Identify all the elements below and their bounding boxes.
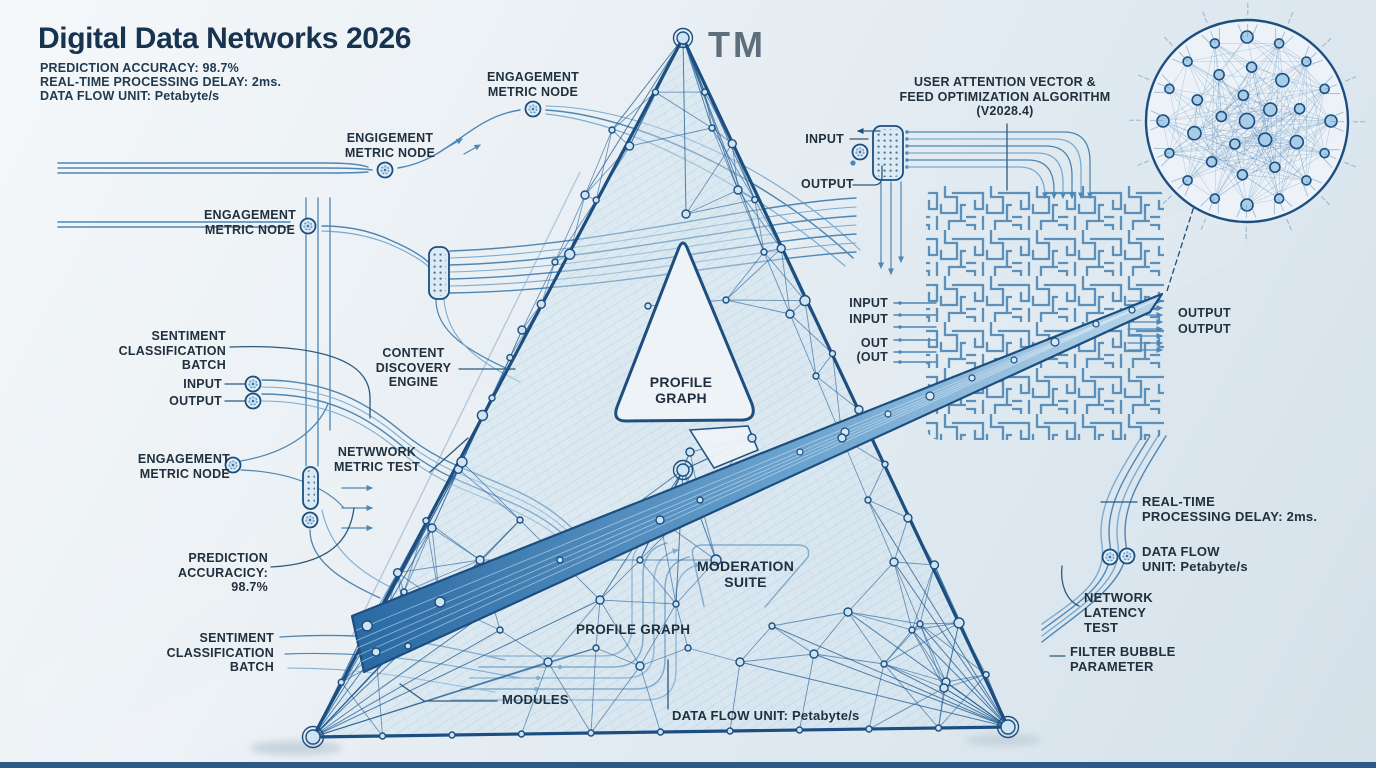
label-network-latency-test: NETWORK LATENCY TEST	[1084, 590, 1153, 636]
label-network-metric-test: NETWWORK METRIC TEST	[333, 445, 421, 474]
label-filter-bubble-parameter: FILTER BUBBLE PARAMETER	[1070, 644, 1176, 675]
label-input-mid-2: INPUT	[849, 312, 888, 326]
metric-node-glyphs	[224, 100, 1136, 566]
label-output-top: OUTPUT	[801, 177, 854, 191]
label-data-flow-unit-right: DATA FLOW UNIT: Petabyte/s	[1142, 544, 1248, 575]
crossbar-wedge	[350, 292, 1164, 674]
left-circuit-traces	[57, 105, 861, 693]
label-user-attention-vector: USER ATTENTION VECTOR & FEED OPTIMIZATIO…	[899, 75, 1111, 118]
label-engagement-metric-node-lower: ENGAGEMENT METRIC NODE	[137, 452, 230, 481]
meta-data-flow-unit: DATA FLOW UNIT: Petabyte/s	[40, 89, 220, 103]
label-out-mid-1: OUT	[860, 336, 888, 350]
label-sentiment-classification-batch-upper: SENTIMENT CLASSIFICATION BATCH	[118, 329, 226, 372]
label-input-top: INPUT	[805, 132, 844, 146]
page-title: Digital Data Networks 2026	[38, 22, 412, 55]
label-input-left: INPUT	[183, 377, 222, 391]
label-out-mid-2: (OUT	[856, 350, 888, 364]
label-data-flow-unit-bottom: DATA FLOW UNIT: Petabyte/s	[672, 708, 860, 723]
footer-bar	[0, 762, 1376, 768]
label-profile-graph-center: PROFILE GRAPH	[649, 374, 713, 407]
label-output-left: OUTPUT	[169, 394, 222, 408]
label-engigement-metric-node: ENGIGEMENT METRIC NODE	[344, 131, 436, 160]
mesh-nodes	[301, 27, 1020, 749]
label-input-mid-1: INPUT	[849, 296, 888, 310]
trademark-mark: TM	[708, 24, 766, 65]
right-circuit-traces	[872, 125, 1197, 364]
label-realtime-processing-delay: REAL-TIME PROCESSING DELAY: 2ms.	[1142, 494, 1318, 525]
label-moderation-suite: MODERATION SUITE	[696, 558, 795, 591]
meta-prediction-accuracy: PREDICTION ACCURACY: 98.7%	[40, 61, 239, 75]
meta-processing-delay: REAL-TIME PROCESSING DELAY: 2ms.	[40, 75, 282, 89]
label-engagement-metric-node-top: ENGAGEMENT METRIC NODE	[486, 70, 580, 99]
label-content-discovery-engine: CONTENT DISCOVERY ENGINE	[375, 346, 452, 389]
soft-shadows	[250, 734, 1042, 755]
label-sentiment-classification-batch-lower: SENTIMENT CLASSIFICATION BATCH	[166, 631, 274, 674]
label-prediction-accuracicy: PREDICTION ACCURACICY: 98.7%	[177, 551, 268, 594]
label-profile-graph-lower: PROFILE GRAPH	[576, 622, 691, 637]
label-output-right-1: OUTPUT	[1178, 306, 1231, 320]
label-modules: MODULES	[502, 692, 569, 707]
label-leader-lines	[224, 123, 1138, 710]
label-engagement-metric-node-left: ENGAGEMENT METRIC NODE	[203, 208, 297, 237]
label-output-right-2: OUTPUT	[1178, 322, 1231, 336]
network-detail-circle	[1128, 2, 1366, 240]
